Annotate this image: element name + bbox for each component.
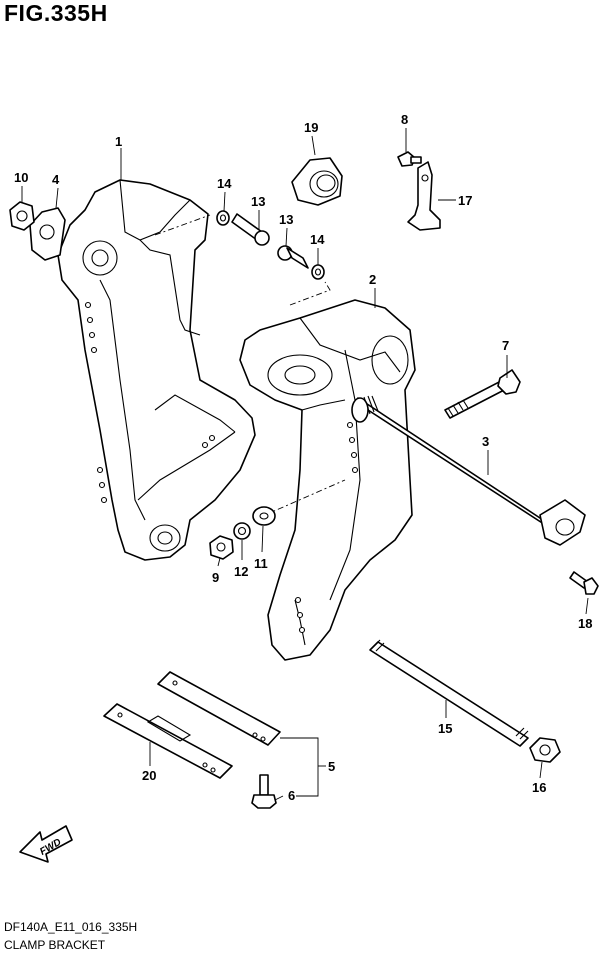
- callout-19: 19: [304, 120, 318, 135]
- anode-plate-upper[interactable]: [157, 671, 281, 746]
- callout-12: 12: [234, 564, 248, 579]
- nut-10[interactable]: [9, 201, 35, 231]
- callout-3: 3: [482, 434, 489, 449]
- callout-4: 4: [52, 172, 60, 187]
- callout-14-lower: 14: [310, 232, 325, 247]
- long-bolt[interactable]: [369, 639, 529, 747]
- clamp-bracket-right[interactable]: [239, 299, 416, 661]
- callout-9: 9: [212, 570, 219, 585]
- callout-2: 2: [369, 272, 376, 287]
- washer-12[interactable]: [233, 522, 251, 540]
- washer-14-upper[interactable]: [216, 210, 230, 226]
- bolt-13-lower[interactable]: [277, 245, 309, 269]
- washer-14-lower[interactable]: [311, 264, 325, 280]
- nut-9[interactable]: [209, 535, 234, 560]
- tilt-tube[interactable]: [351, 395, 586, 546]
- anode-plate-lower[interactable]: [103, 703, 233, 779]
- callout-17: 17: [458, 193, 472, 208]
- clamp-bracket-left[interactable]: [57, 179, 256, 561]
- figure-title: FIG.335H: [4, 0, 108, 26]
- callout-5: 5: [328, 759, 335, 774]
- callout-20: 20: [142, 768, 156, 783]
- callout-7: 7: [502, 338, 509, 353]
- bolt-18[interactable]: [569, 571, 599, 595]
- screw-8[interactable]: [397, 151, 422, 167]
- assembly-line: [264, 479, 346, 516]
- callout-16: 16: [532, 780, 546, 795]
- callout-numbers: 1 2 3 4 5 6 7 8 9 10 11 12 13 13 14 14 1…: [14, 112, 592, 803]
- model-code: DF140A_E11_016_335H: [4, 920, 138, 934]
- gasket[interactable]: [29, 207, 66, 261]
- anode-bolt[interactable]: [251, 774, 277, 809]
- figure-caption: CLAMP BRACKET: [4, 938, 106, 952]
- callout-8: 8: [401, 112, 408, 127]
- callout-14-upper: 14: [217, 176, 232, 191]
- callout-13-upper: 13: [251, 194, 265, 209]
- assembly-line: [154, 214, 211, 236]
- bolt-13-upper[interactable]: [231, 213, 270, 246]
- callout-13-lower: 13: [279, 212, 293, 227]
- callout-18: 18: [578, 616, 592, 631]
- callout-6: 6: [288, 788, 295, 803]
- leader-lines: [21, 128, 589, 801]
- callout-15: 15: [438, 721, 452, 736]
- washer-11[interactable]: [252, 506, 276, 526]
- tilt-bolt[interactable]: [444, 369, 521, 419]
- callout-1: 1: [115, 134, 122, 149]
- flange-nut[interactable]: [529, 737, 561, 763]
- clip[interactable]: [407, 161, 441, 231]
- callout-10: 10: [14, 170, 28, 185]
- callout-11: 11: [254, 556, 268, 571]
- assembly-line: [289, 281, 331, 306]
- cap-nut[interactable]: [291, 157, 343, 206]
- fwd-arrow-icon: FWD: [19, 825, 73, 863]
